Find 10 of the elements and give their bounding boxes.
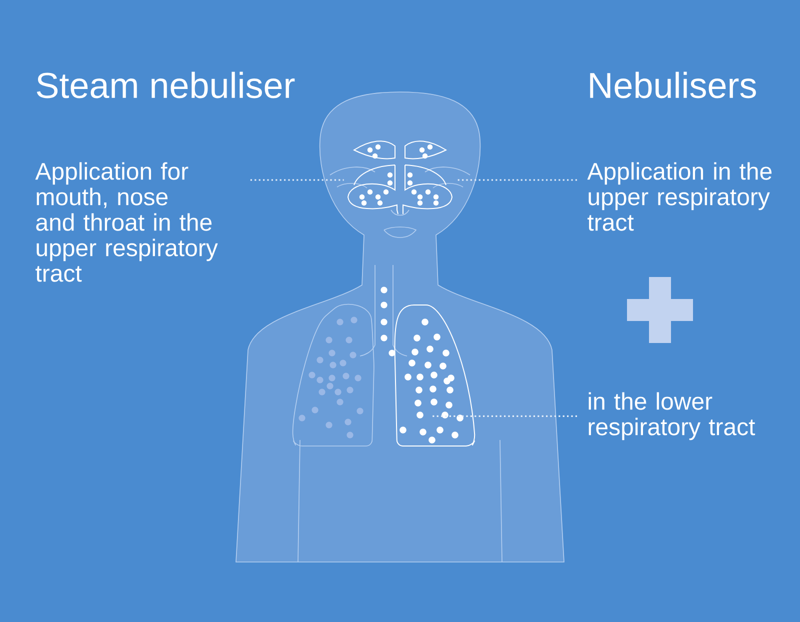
callout-text: Application for mouth, nose and throat in the upper respiratory tract bbox=[35, 162, 218, 282]
callout-text: Application in the upper respiratory tract bbox=[587, 162, 772, 231]
leader-line bbox=[250, 179, 344, 181]
lung-drawing bbox=[394, 304, 476, 446]
leader-line bbox=[432, 415, 577, 417]
sinus-drawing bbox=[348, 140, 452, 214]
leader-line bbox=[456, 179, 577, 181]
heading: Steam nebuliser bbox=[36, 72, 295, 98]
callout-text: in the lower respiratory tract bbox=[588, 392, 756, 440]
heading: Nebulisers bbox=[590, 72, 756, 98]
